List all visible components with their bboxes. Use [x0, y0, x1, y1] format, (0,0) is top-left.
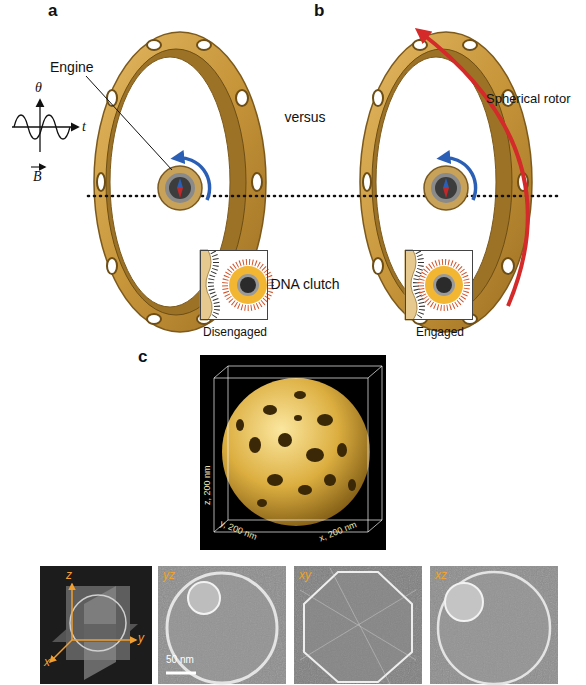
dna-particle	[433, 274, 455, 296]
leader-line	[86, 76, 172, 170]
dna-particle	[225, 262, 271, 308]
dna-particle	[421, 262, 467, 308]
axis-label: z	[66, 569, 72, 582]
dna-particle	[240, 277, 256, 293]
dimension-label: y, 200 nm	[218, 519, 258, 543]
dimension-label: z, 200 nm	[203, 465, 213, 505]
panel-letter: a	[48, 2, 57, 21]
plane-label: xy	[299, 569, 311, 582]
comparison-word: versus	[284, 110, 325, 125]
rotor-holes	[249, 437, 261, 453]
slice-panel: xz	[430, 566, 558, 684]
tomogram-noise	[430, 566, 558, 684]
rotor-slice	[438, 572, 550, 684]
engine-slice	[188, 582, 220, 614]
dna-wall	[211, 252, 217, 318]
tomogram-background	[294, 566, 422, 684]
vector-symbol: B	[33, 169, 42, 184]
panel-letter: b	[314, 2, 324, 21]
y-axis	[72, 639, 136, 641]
dna-wall	[405, 250, 417, 320]
clutch-inset: Disengaged	[200, 250, 268, 320]
dna-wall	[200, 250, 212, 320]
engine-magnet	[158, 158, 210, 210]
vector-arrow	[31, 166, 45, 167]
plane-label: xz	[435, 569, 447, 582]
state-label: Engaged	[416, 326, 464, 339]
slice-outline	[70, 595, 126, 651]
rotor-holes	[317, 414, 333, 426]
axis-symbol: θ	[35, 80, 42, 95]
z-axis	[71, 584, 73, 640]
rotor-holes	[348, 479, 356, 491]
slice-panel: xy	[294, 566, 422, 684]
axes-panel: z x y	[40, 566, 152, 684]
dna-particle	[421, 262, 467, 308]
rotor-holes	[278, 433, 292, 447]
dna-particle	[425, 266, 463, 304]
dna-particle	[225, 262, 271, 308]
rotor-holes	[324, 474, 336, 486]
spherical-rotor	[360, 32, 532, 332]
tomogram-noise	[158, 566, 286, 684]
rotor-holes	[236, 391, 356, 507]
theta-axis	[39, 100, 40, 152]
rotor-holes	[257, 499, 267, 507]
engine-slice	[445, 583, 483, 621]
rotor-holes	[294, 415, 302, 421]
rotor-render	[222, 378, 370, 526]
streak-artifact	[300, 568, 416, 684]
dna-wall	[200, 250, 217, 320]
rotor-holes	[236, 419, 244, 431]
plane-label: yz	[163, 569, 175, 582]
part-name: Spherical rotor	[486, 92, 571, 106]
slice-panel: yz 50 nm	[158, 566, 286, 684]
rotor-holes	[306, 448, 324, 462]
render-panel: z, 200 nm y, 200 nm x, 200 nm	[200, 355, 386, 550]
slice-background	[40, 566, 152, 684]
dimension-label: x, 200 nm	[318, 520, 358, 544]
part-name: DNA clutch	[270, 277, 339, 292]
spherical-rotor	[94, 32, 266, 332]
sine-wave	[14, 115, 70, 139]
state-label: Disengaged	[203, 326, 267, 339]
time-axis	[12, 126, 78, 127]
rotor-holes	[337, 443, 347, 457]
inset-background	[200, 250, 268, 320]
rotor-holes	[298, 485, 312, 495]
rotor-holes	[267, 474, 283, 486]
tomogram-background	[430, 566, 558, 684]
rotor-holes	[294, 391, 306, 399]
scale-bar	[166, 672, 196, 675]
clutch-inset: Engaged	[405, 250, 473, 320]
axis-label: x	[44, 656, 50, 669]
rotor-slice	[167, 573, 277, 683]
rotor-holes	[263, 405, 277, 415]
dna-wall	[416, 252, 422, 318]
dna-particle	[436, 277, 452, 293]
inset-background	[405, 250, 473, 320]
tomogram-noise	[294, 566, 422, 684]
x-axis	[50, 640, 72, 662]
dna-particle	[237, 274, 259, 296]
render-background	[200, 355, 386, 550]
panel-letter: c	[138, 348, 147, 367]
tomogram-background	[158, 566, 286, 684]
dna-wall	[405, 250, 422, 320]
part-name: Engine	[50, 60, 94, 75]
scale-label: 50 nm	[166, 654, 194, 665]
engine-magnet	[424, 158, 476, 210]
rotor-slice	[304, 572, 412, 682]
axis-label: y	[138, 632, 144, 645]
bounding-cube	[214, 366, 382, 532]
axis-symbol: t	[82, 119, 86, 134]
dna-particle	[229, 266, 267, 304]
